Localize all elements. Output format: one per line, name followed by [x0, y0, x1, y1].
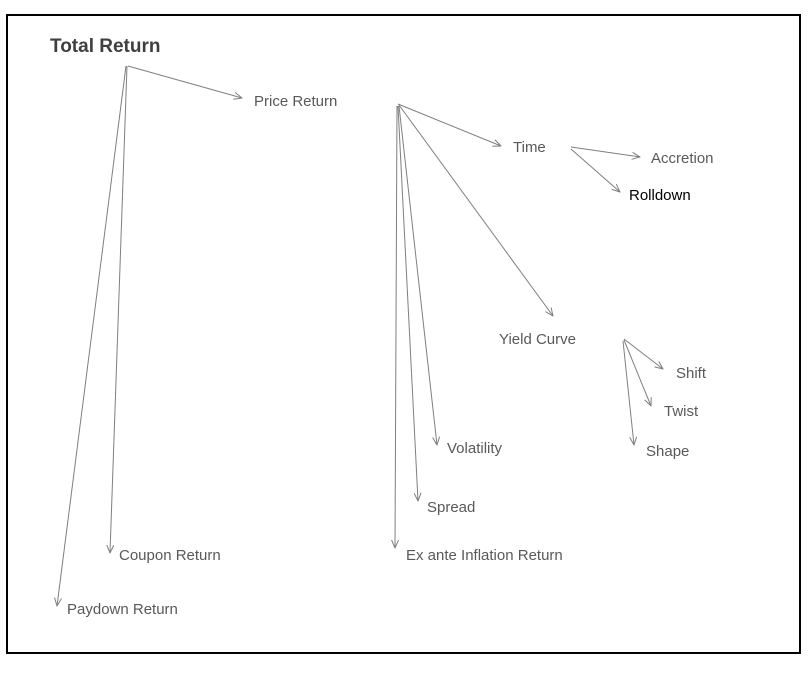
edge-total-return-paydown-return — [57, 65, 127, 606]
node-label-paydown-return: Paydown Return — [67, 601, 178, 618]
edge-time-rolldown — [570, 148, 620, 192]
edge-yield-curve-shift — [623, 338, 663, 369]
edge-total-return-coupon-return — [110, 65, 128, 553]
node-label-twist: Twist — [664, 403, 699, 420]
node-label-spread: Spread — [427, 499, 476, 516]
node-label-accretion: Accretion — [651, 150, 714, 167]
edge-total-return-price-return — [127, 65, 242, 98]
edge-price-return-yield-curve — [398, 104, 553, 316]
edge-price-return-spread — [397, 105, 418, 501]
node-label-coupon-return: Coupon Return — [119, 547, 221, 564]
edge-time-accretion — [570, 146, 640, 157]
edge-price-return-volatility — [398, 105, 437, 445]
node-label-yield-curve: Yield Curve — [499, 331, 576, 348]
edge-yield-curve-shape — [622, 340, 634, 445]
node-label-volatility: Volatility — [447, 440, 503, 457]
node-label-ex-ante-inflation-return: Ex ante Inflation Return — [406, 547, 563, 564]
node-label-rolldown: Rolldown — [629, 187, 691, 204]
node-label-shape: Shape — [646, 443, 690, 460]
edge-yield-curve-twist — [623, 339, 651, 406]
node-label-shift: Shift — [676, 365, 707, 382]
node-label-price-return: Price Return — [254, 93, 338, 110]
edge-price-return-time — [397, 103, 501, 146]
node-label-total-return: Total Return — [50, 36, 161, 57]
node-label-time: Time — [513, 139, 546, 156]
border-frame — [6, 14, 801, 654]
edge-price-return-ex-ante — [395, 105, 397, 548]
